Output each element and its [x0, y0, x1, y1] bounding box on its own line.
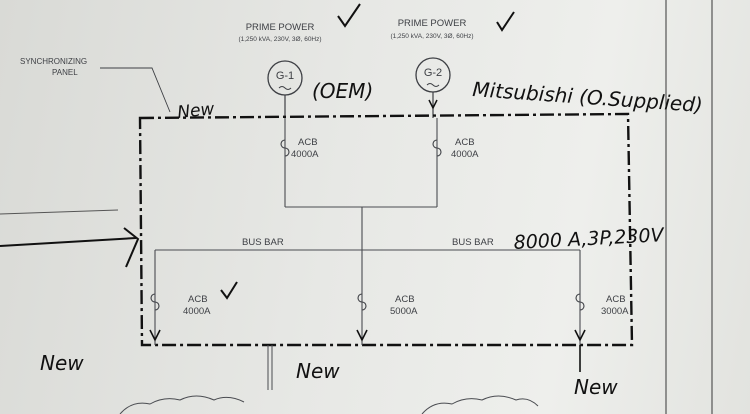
- bus-bar-label-right: BUS BAR: [452, 237, 494, 248]
- incoming-line: [0, 237, 137, 247]
- arrow-icon: [428, 99, 438, 110]
- bus-bar-rating-note: 8000 A,3P,230V: [513, 224, 666, 254]
- acb-g2-rating: 4000A: [451, 149, 479, 160]
- sync-panel-label-line1: SYNCHRONIZING: [20, 57, 87, 66]
- arrow-icon: [574, 329, 586, 342]
- acb-out-2-rating: 5000A: [390, 306, 418, 317]
- acb-out-1-type: ACB: [188, 294, 208, 305]
- acb-g2-type: ACB: [455, 137, 475, 148]
- new-mark-bottom-right: New: [574, 375, 618, 399]
- gen-2-heading: PRIME POWER: [398, 18, 467, 29]
- arrow-icon: [123, 227, 140, 268]
- reference-line: [0, 209, 119, 215]
- acb-out-3-type: ACB: [606, 294, 626, 305]
- acb-out-3-rating: 3000A: [601, 306, 629, 317]
- breaker-symbol: [150, 293, 160, 311]
- breaker-symbol: [357, 293, 367, 311]
- gen-1-symbol-label: G-1: [276, 70, 294, 82]
- arrow-icon: [356, 329, 368, 342]
- gen-1-heading: PRIME POWER: [246, 22, 315, 33]
- gen-2-note: Mitsubishi (O.Supplied): [472, 77, 704, 117]
- arrow-icon: [149, 329, 161, 342]
- breaker-symbol: [280, 139, 290, 157]
- acb-out-2-type: ACB: [395, 294, 415, 305]
- ac-wave-icon: [278, 86, 292, 90]
- check-mark-icon: [496, 11, 515, 32]
- sync-panel-leader: [100, 67, 171, 113]
- breaker-symbol: [575, 293, 585, 311]
- acb-g1-rating: 4000A: [291, 149, 319, 160]
- synchronizing-panel-boundary: [138, 112, 634, 347]
- load-symbol: [119, 395, 245, 414]
- new-mark-bottom-center: New: [296, 359, 340, 383]
- new-mark-top: New: [176, 99, 215, 123]
- gen-1-rating: (1,250 kVA, 230V, 3Ø, 60Hz): [238, 36, 321, 43]
- ac-wave-icon: [426, 83, 440, 87]
- acb-out-1-rating: 4000A: [183, 306, 211, 317]
- load-symbol: [421, 395, 539, 414]
- breaker-symbol: [432, 139, 442, 157]
- check-mark-icon: [220, 281, 238, 300]
- gen-1-note: (OEM): [312, 79, 373, 103]
- sync-panel-label-line2: PANEL: [52, 68, 78, 77]
- gen-2-symbol-label: G-2: [424, 67, 442, 79]
- gen-2-rating: (1,250 kVA, 230V, 3Ø, 60Hz): [390, 33, 473, 40]
- new-mark-bottom-left: New: [40, 351, 84, 375]
- check-mark-icon: [337, 3, 361, 28]
- acb-g1-type: ACB: [298, 137, 318, 148]
- bus-bar-label-left: BUS BAR: [242, 237, 284, 248]
